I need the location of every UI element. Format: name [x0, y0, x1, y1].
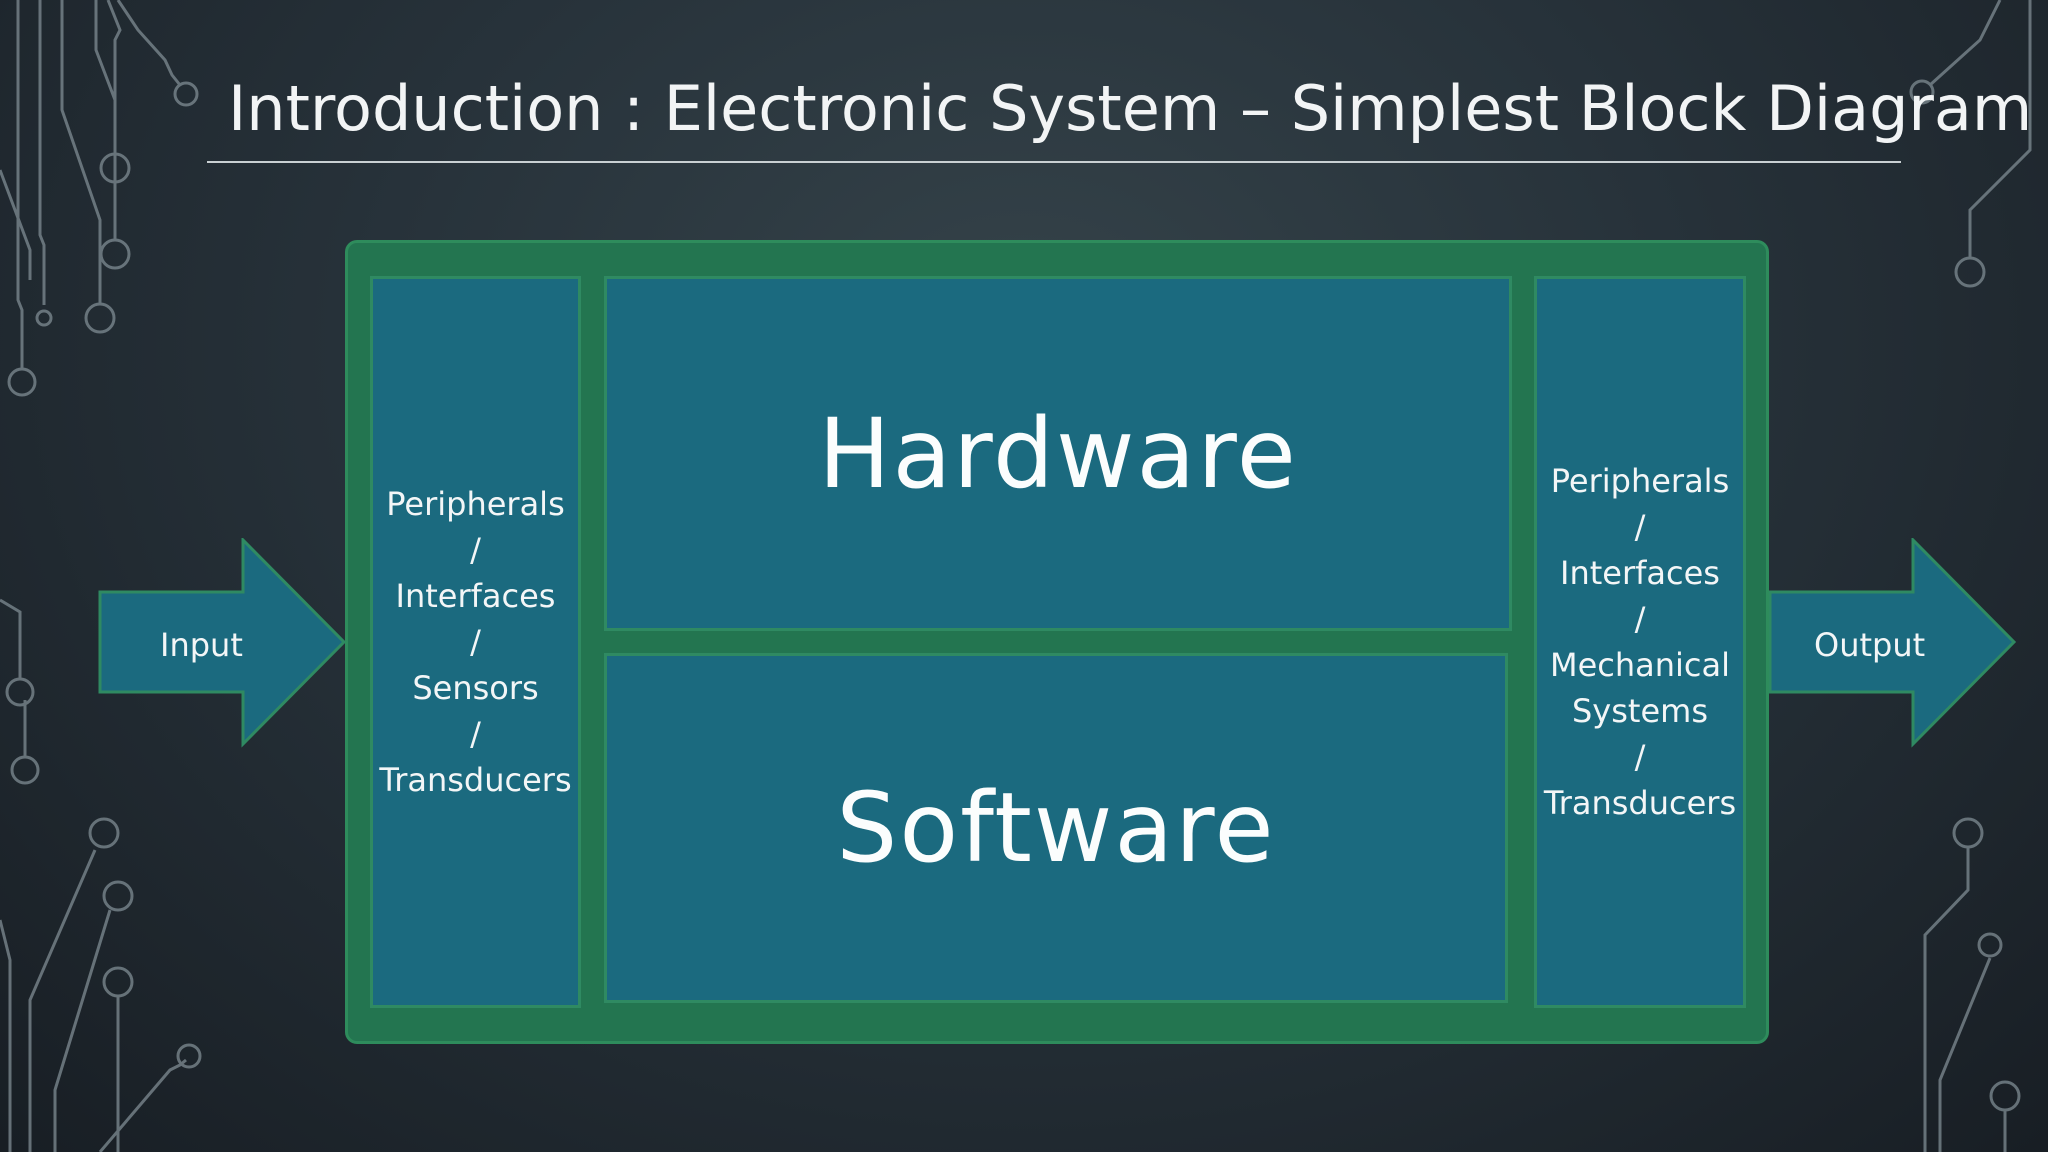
- left-panel-separator: /: [470, 715, 481, 753]
- right-panel-systems: Systems: [1571, 692, 1708, 730]
- right-panel-peripherals: Peripherals: [1550, 462, 1730, 500]
- right-panel-separator: /: [1634, 738, 1646, 776]
- page-title: Introduction : Electronic System – Simpl…: [228, 72, 2033, 145]
- right-panel-interfaces: Interfaces: [1560, 554, 1720, 592]
- left-panel-separator: /: [470, 623, 481, 661]
- right-panel-mechanical: Mechanical: [1549, 646, 1731, 684]
- software-label: Software: [836, 772, 1276, 884]
- output-arrow: [1768, 538, 2017, 748]
- title-divider: [207, 161, 1901, 163]
- left-panel-transducers: Transducers: [379, 761, 572, 799]
- left-panel-peripherals: Peripherals: [386, 485, 565, 523]
- right-panel-transducers: Transducers: [1543, 784, 1737, 822]
- left-panel-sensors: Sensors: [412, 669, 539, 707]
- output-label: Output: [1814, 626, 1926, 664]
- hardware-label: Hardware: [818, 397, 1298, 510]
- left-io-panel: Peripherals / Interfaces / Sensors / Tra…: [370, 276, 581, 1008]
- left-panel-separator: /: [470, 531, 481, 569]
- right-panel-separator: /: [1634, 600, 1646, 638]
- software-block: Software: [604, 653, 1508, 1003]
- input-label: Input: [160, 626, 243, 664]
- input-arrow: [98, 538, 347, 748]
- left-panel-interfaces: Interfaces: [395, 577, 556, 615]
- electronic-system-box: Peripherals / Interfaces / Sensors / Tra…: [345, 240, 1769, 1044]
- hardware-block: Hardware: [604, 276, 1512, 631]
- right-io-panel: Peripherals / Interfaces / Mechanical Sy…: [1534, 276, 1746, 1008]
- right-panel-separator: /: [1634, 508, 1646, 546]
